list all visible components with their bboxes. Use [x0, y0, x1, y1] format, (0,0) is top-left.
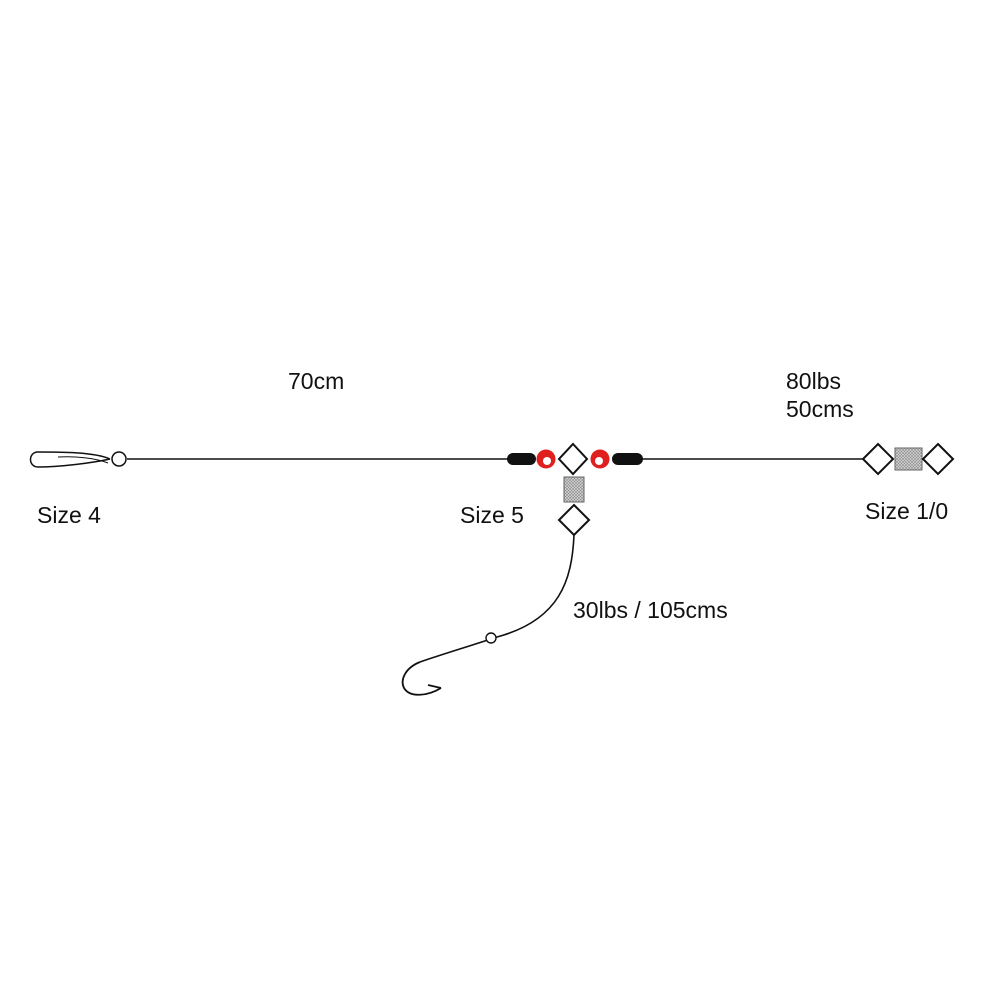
right-line-length-label: 50cms — [786, 395, 854, 422]
right-line-spec-label: 80lbs 50cms — [786, 368, 854, 423]
swivel-icon — [557, 442, 589, 476]
middle-hook-size-label: Size 5 — [460, 502, 524, 528]
snap-link-icon — [861, 442, 895, 476]
main-line-length-label: 70cm — [288, 368, 345, 394]
dropper-line — [419, 534, 575, 663]
bead-icon — [590, 449, 610, 469]
crimp-sleeve-icon — [507, 453, 536, 465]
bead-stop-icon — [485, 632, 497, 644]
swivel-icon — [894, 447, 923, 471]
eye-ring-icon — [111, 451, 127, 467]
right-hook-size-label: Size 1/0 — [865, 498, 949, 524]
left-hook-size-label: Size 4 — [37, 502, 101, 528]
snap-link-icon — [921, 442, 955, 476]
dropper-spec-label: 30lbs / 105cms — [573, 597, 728, 623]
crimp-sleeve-icon — [612, 453, 643, 465]
right-line-strength-label: 80lbs — [786, 368, 841, 394]
fish-hook-icon — [401, 661, 442, 696]
snap-link-icon — [557, 503, 591, 537]
swivel-icon — [563, 476, 585, 503]
bead-icon — [536, 449, 556, 469]
link-clip-icon — [29, 451, 127, 468]
